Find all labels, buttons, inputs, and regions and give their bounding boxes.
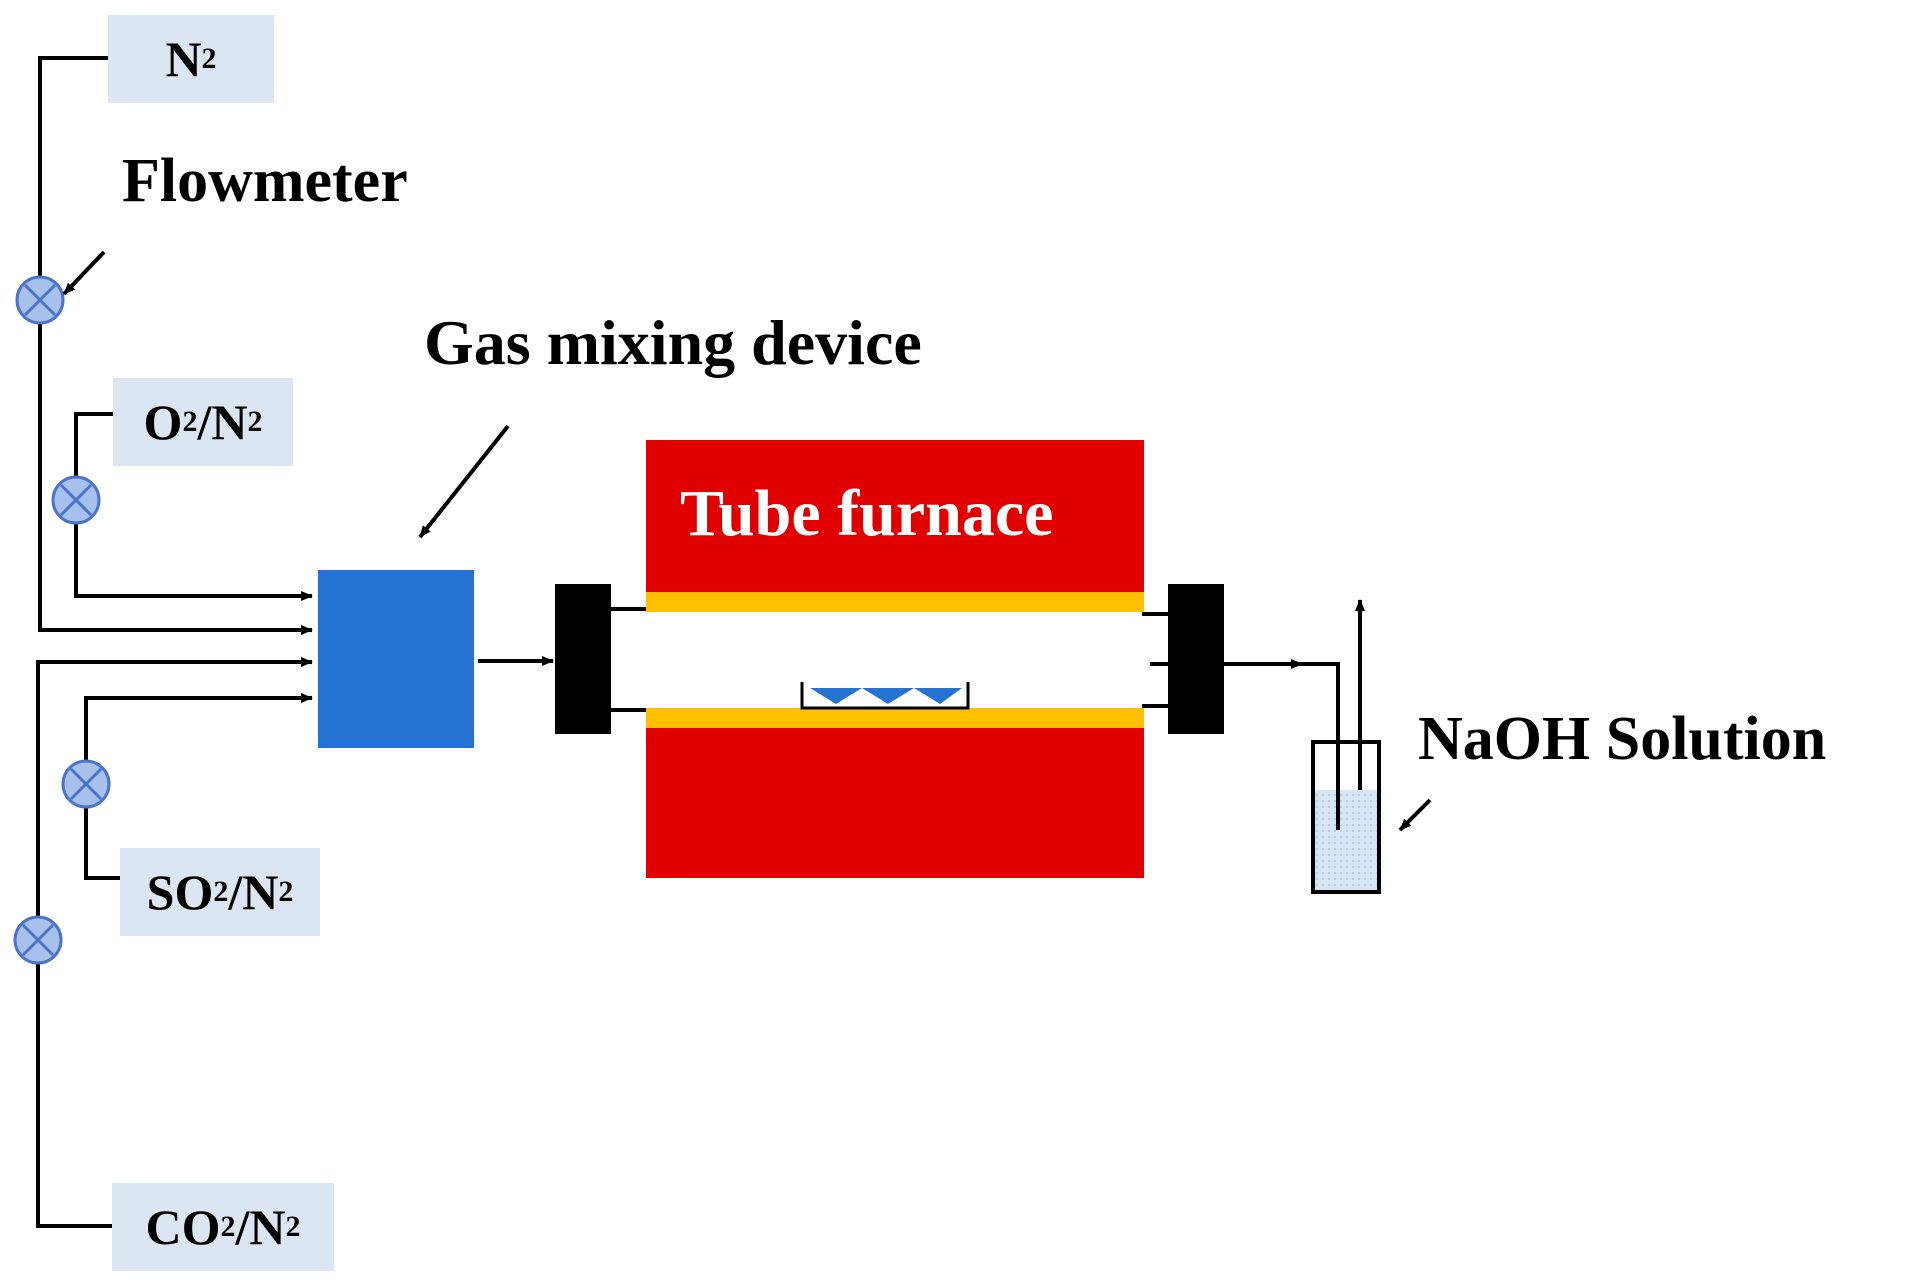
furnace-upper-lining xyxy=(646,592,1144,612)
tube-furnace xyxy=(646,440,1144,878)
flowmeter-so2n2-icon xyxy=(61,759,111,809)
n2-line xyxy=(38,56,313,635)
gas-lines xyxy=(36,56,1365,1228)
tube-furnace-label: Tube furnace xyxy=(680,477,1054,550)
inlet-flange xyxy=(555,584,611,734)
naoh-absorber xyxy=(1311,700,1381,894)
gas-mixing-device xyxy=(318,570,474,748)
gas-mixing-device-label: Gas mixing device xyxy=(424,307,922,378)
outlet-flange xyxy=(1168,584,1224,734)
naoh-solution-label: NaOH Solution xyxy=(1418,705,1827,773)
furnace-lower-lining xyxy=(646,708,1144,728)
flowmeter-co2n2-icon xyxy=(13,915,63,965)
flowmeter-label: Flowmeter xyxy=(122,147,408,215)
sample-boat xyxy=(800,682,970,710)
flowmeter-o2n2-icon xyxy=(51,475,101,525)
flowmeters xyxy=(13,275,111,965)
furnace-upper-block xyxy=(646,440,1144,592)
furnace-lower-block xyxy=(646,728,1144,878)
co2n2-line xyxy=(36,657,313,1228)
flowmeter-n2-icon xyxy=(15,275,65,325)
solution-pointer-arrow xyxy=(1398,798,1432,832)
mixer-pointer-arrow xyxy=(418,424,510,539)
flowmeter-pointer-arrow xyxy=(62,250,106,296)
